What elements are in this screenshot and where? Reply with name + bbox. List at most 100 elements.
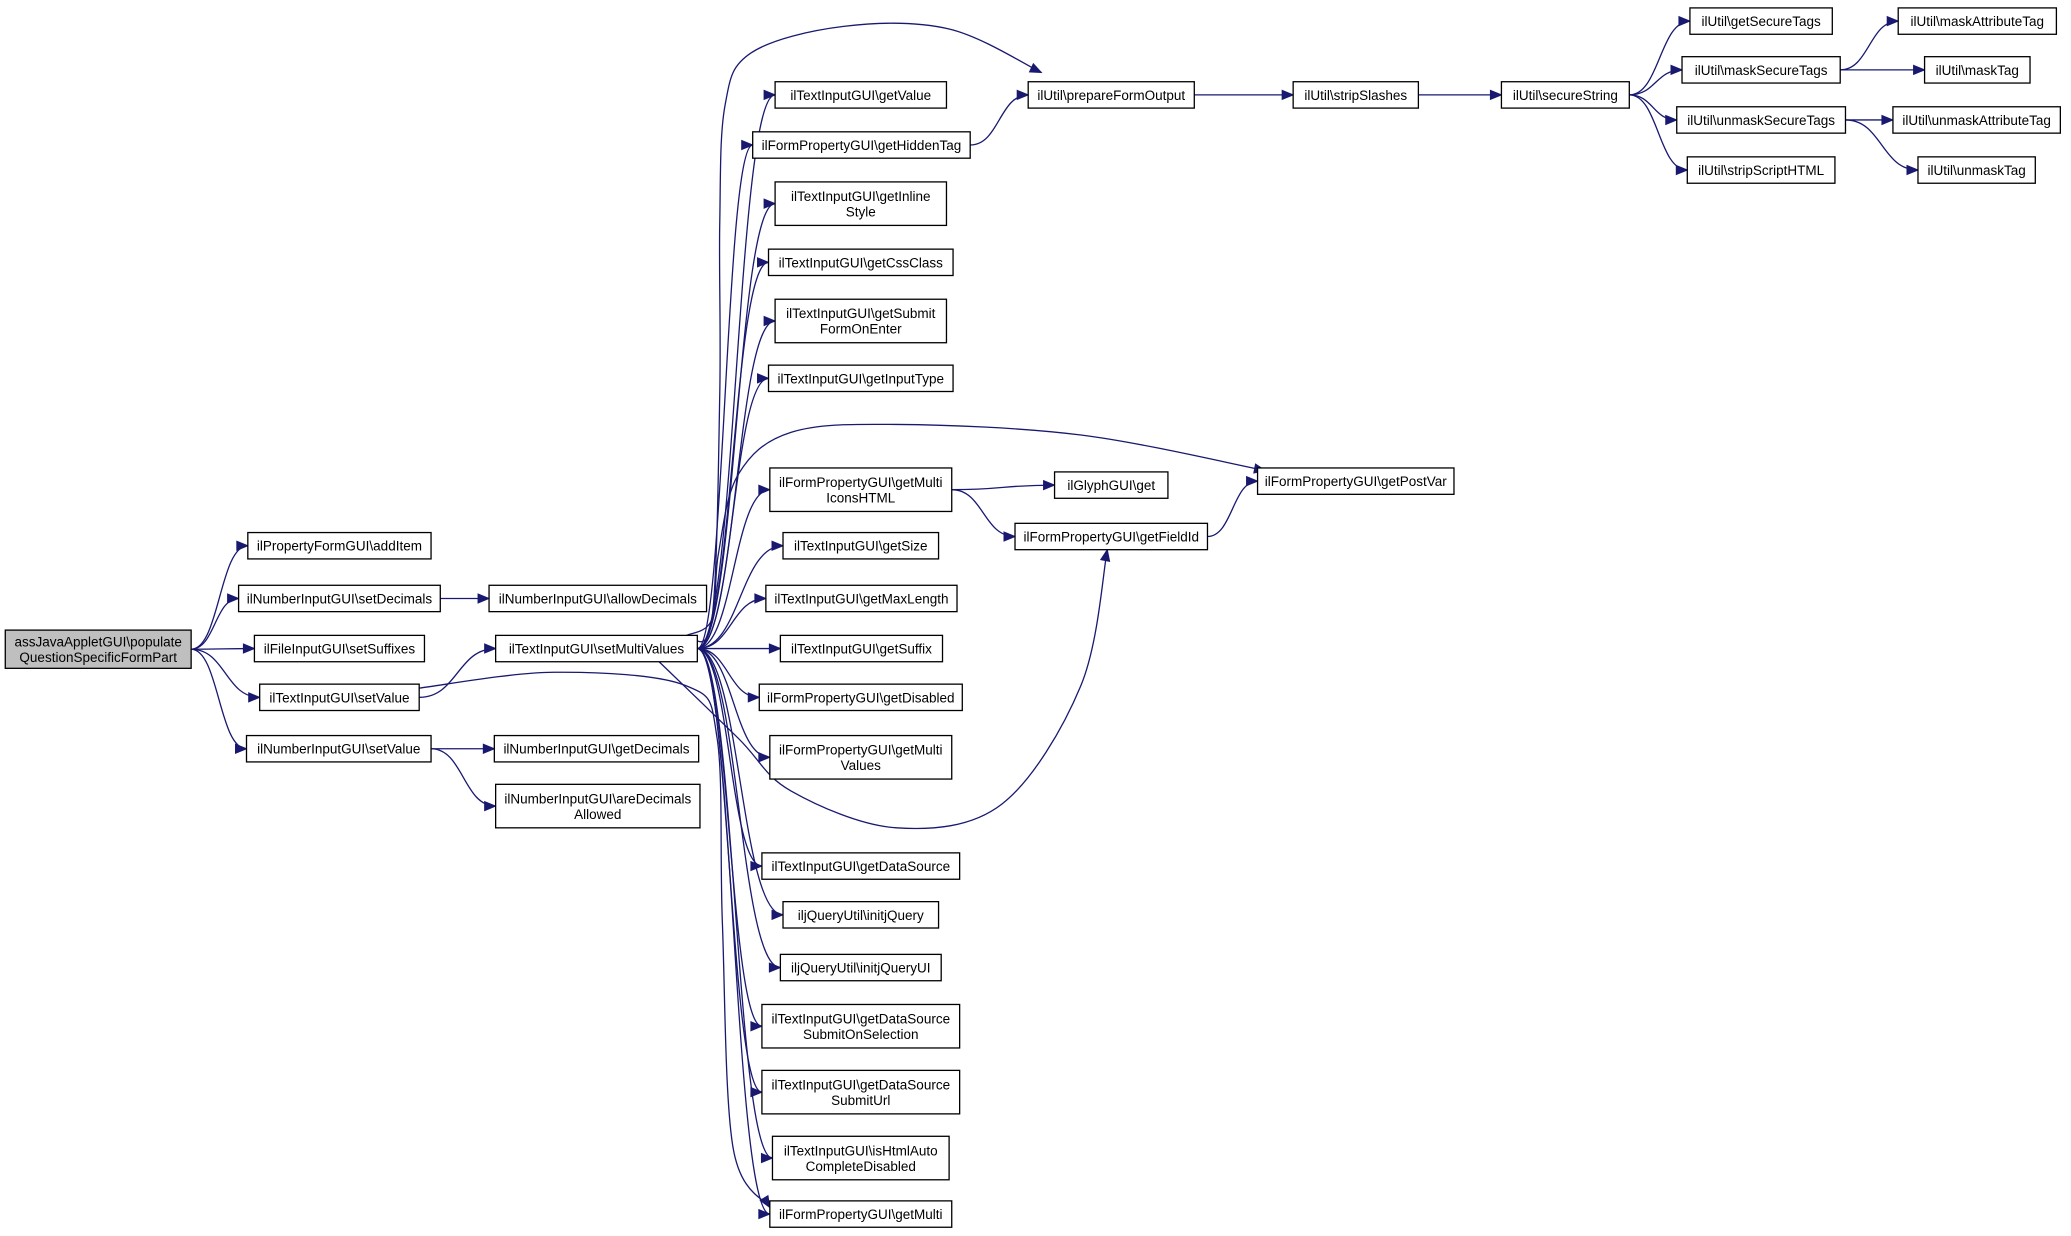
node-box xyxy=(259,683,420,712)
arrowhead-icon xyxy=(484,800,497,812)
node-setMultiValues[interactable]: ilTextInputGUI\setMultiValues xyxy=(494,634,698,663)
node-label: assJavaAppletGUI\populate xyxy=(15,634,182,649)
node-unmaskSecureTags[interactable]: ilUtil\unmaskSecureTags xyxy=(1676,106,1847,134)
node-secureString[interactable]: ilUtil\secureString xyxy=(1500,81,1630,109)
node-stripScriptHTML[interactable]: ilUtil\stripScriptHTML xyxy=(1686,156,1836,184)
node-getSize[interactable]: ilTextInputGUI\getSize xyxy=(782,531,940,560)
node-label: ilTextInputGUI\getInputType xyxy=(777,371,944,386)
arrowhead-icon xyxy=(1099,548,1111,562)
node-getValue[interactable]: ilTextInputGUI\getValue xyxy=(774,81,948,109)
node-addItem[interactable]: ilPropertyFormGUI\addItem xyxy=(247,531,432,560)
node-getFieldId[interactable]: ilFormPropertyGUI\getFieldId xyxy=(1014,522,1209,551)
arrowhead-icon xyxy=(227,593,240,604)
edge-setMultiValues-to-getHiddenTag xyxy=(696,144,754,650)
node-getInputType[interactable]: ilTextInputGUI\getInputType xyxy=(767,364,954,393)
node-box xyxy=(245,734,432,763)
node-label: ilFormPropertyGUI\getMulti xyxy=(779,1207,943,1222)
node-box xyxy=(494,783,701,829)
node-label: ilNumberInputGUI\setDecimals xyxy=(247,591,433,606)
node-label: ilUtil\stripScriptHTML xyxy=(1698,163,1825,178)
arrowhead-icon xyxy=(750,1086,764,1098)
node-stripSlashes[interactable]: ilUtil\stripSlashes xyxy=(1292,81,1420,109)
node-label: ilTextInputGUI\getSubmit xyxy=(786,306,936,321)
node-box xyxy=(1500,81,1630,109)
node-box xyxy=(4,629,192,669)
node-getDisabled[interactable]: ilFormPropertyGUI\getDisabled xyxy=(758,683,963,712)
edge-getHiddenTag-to-prepareFormOutput xyxy=(970,94,1029,146)
node-label: ilTextInputGUI\setMultiValues xyxy=(509,642,685,657)
node-getCssClass[interactable]: ilTextInputGUI\getCssClass xyxy=(767,248,954,277)
node-setSuffixes[interactable]: ilFileInputGUI\setSuffixes xyxy=(253,634,426,663)
node-niSetValue[interactable]: ilNumberInputGUI\setValue xyxy=(245,734,432,763)
arrowhead-icon xyxy=(763,198,777,209)
edge-root-to-setDecimals xyxy=(191,597,239,650)
node-getDataSource[interactable]: ilTextInputGUI\getDataSource xyxy=(761,852,961,880)
node-prepareFormOutput[interactable]: ilUtil\prepareFormOutput xyxy=(1027,81,1195,109)
node-getDataSourceSubmitOnSelection[interactable]: ilTextInputGUI\getDataSourceSubmitOnSele… xyxy=(761,1003,961,1049)
node-getMaxLength[interactable]: ilTextInputGUI\getMaxLength xyxy=(765,584,958,613)
arrowhead-icon xyxy=(754,593,768,604)
node-box xyxy=(1027,81,1195,109)
node-label: ilUtil\maskAttributeTag xyxy=(1911,14,2045,29)
node-getDecimals[interactable]: ilNumberInputGUI\getDecimals xyxy=(493,734,700,763)
node-label: ilFormPropertyGUI\getPostVar xyxy=(1265,474,1448,489)
node-box xyxy=(494,634,698,663)
node-setDecimals[interactable]: ilNumberInputGUI\setDecimals xyxy=(237,584,441,613)
node-getMulti[interactable]: ilFormPropertyGUI\getMulti xyxy=(769,1200,953,1228)
node-allowDecimals[interactable]: ilNumberInputGUI\allowDecimals xyxy=(488,584,708,613)
edge-setMultiValues-to-getFieldId xyxy=(658,549,1108,830)
node-unmaskAttributeTag[interactable]: ilUtil\unmaskAttributeTag xyxy=(1892,106,2061,134)
node-label: ilTextInputGUI\getDataSource xyxy=(771,1077,950,1092)
arrowhead-icon xyxy=(771,540,785,551)
node-box xyxy=(1923,56,2031,84)
node-box xyxy=(237,584,441,613)
node-box xyxy=(488,584,708,613)
node-maskTag[interactable]: ilUtil\maskTag xyxy=(1923,56,2031,84)
node-getHiddenTag[interactable]: ilFormPropertyGUI\getHiddenTag xyxy=(752,131,971,159)
node-label: ilNumberInputGUI\allowDecimals xyxy=(499,591,697,606)
edge-setMultiValues-to-getValue xyxy=(697,94,776,650)
node-label: ilTextInputGUI\setValue xyxy=(269,690,409,705)
edge-secureString-to-getSecureTags xyxy=(1629,20,1690,96)
node-root[interactable]: assJavaAppletGUI\populateQuestionSpecifi… xyxy=(4,629,192,669)
node-label: ilTextInputGUI\getSize xyxy=(794,539,928,554)
edge-getMultiIconsHTML-to-getFieldId xyxy=(951,489,1016,538)
arrowhead-icon xyxy=(477,593,491,604)
node-box xyxy=(1681,56,1841,84)
node-label: Allowed xyxy=(574,807,621,822)
node-tiSetValue[interactable]: ilTextInputGUI\setValue xyxy=(259,683,420,712)
node-box xyxy=(253,634,426,663)
node-label: SubmitUrl xyxy=(831,1093,890,1108)
node-getSecureTags[interactable]: ilUtil\getSecureTags xyxy=(1689,7,1833,35)
node-initjQuery[interactable]: iljQueryUtil\initjQuery xyxy=(782,900,940,929)
node-unmaskTag[interactable]: ilUtil\unmaskTag xyxy=(1917,156,2036,184)
node-label: ilUtil\unmaskSecureTags xyxy=(1687,113,1835,128)
arrowhead-icon xyxy=(482,743,496,754)
edge-tiSetValue-to-setMultiValues xyxy=(419,647,496,698)
arrowhead-icon xyxy=(758,752,772,763)
edge-maskSecureTags-to-maskAttributeTag xyxy=(1840,20,1899,71)
node-getSuffix[interactable]: ilTextInputGUI\getSuffix xyxy=(779,634,944,663)
arrowhead-icon xyxy=(235,743,248,754)
node-box xyxy=(779,953,942,982)
node-label: ilFormPropertyGUI\getMulti xyxy=(779,743,943,758)
node-glyphGet[interactable]: ilGlyphGUI\get xyxy=(1053,471,1169,499)
edge-setMultiValues-to-getSize xyxy=(697,545,784,650)
node-label: ilUtil\maskSecureTags xyxy=(1695,63,1828,78)
node-isHtmlAutoCompleteDisabled[interactable]: ilTextInputGUI\isHtmlAutoCompleteDisable… xyxy=(771,1135,950,1181)
node-maskSecureTags[interactable]: ilUtil\maskSecureTags xyxy=(1681,56,1841,84)
node-maskAttributeTag[interactable]: ilUtil\maskAttributeTag xyxy=(1897,7,2058,35)
node-getPostVar[interactable]: ilFormPropertyGUI\getPostVar xyxy=(1256,467,1455,495)
node-label: ilTextInputGUI\getDataSource xyxy=(771,1011,950,1026)
node-initjQueryUI[interactable]: iljQueryUtil\initjQueryUI xyxy=(779,953,942,982)
node-label: ilFileInputGUI\setSuffixes xyxy=(264,642,416,657)
edge-setMultiValues-to-getInputType xyxy=(697,377,769,650)
arrowhead-icon xyxy=(236,540,250,551)
